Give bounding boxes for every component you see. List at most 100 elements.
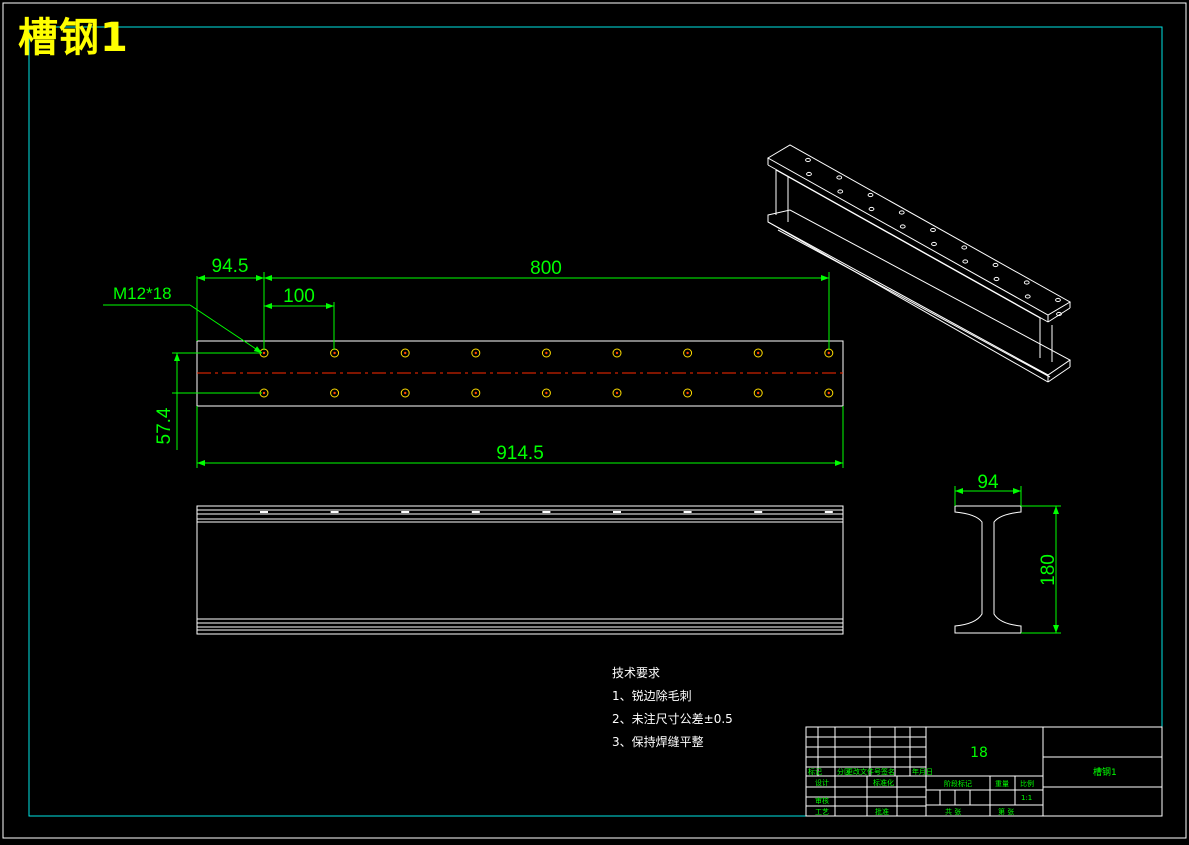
iso-hole [1023,280,1030,285]
bolt-hole-bottom-center [333,391,336,395]
tb-designer: 设计 [815,778,829,787]
tb-total-sheets: 共 张 [945,807,961,816]
tb-part-name: 槽钢1 [1093,766,1117,778]
bolt-hole-top-center [474,351,477,355]
bolt-hole-bottom [683,388,693,398]
tb-reviewer: 审核 [815,796,829,805]
front-slot [683,511,692,513]
bolt-hole-bottom [471,388,481,398]
iso-hole [930,227,936,233]
bolt-hole-bottom [400,388,410,398]
bolt-hole-top [753,348,763,358]
tb-approve: 批准 [875,807,889,816]
tech-requirement-item-2: 2、未注尺寸公差±0.5 [612,712,733,726]
front-slot [824,511,833,513]
iso-hole [867,192,874,198]
bolt-hole-top [471,348,481,358]
bolt-hole-bottom-center [615,391,619,395]
bolt-hole-bottom [541,388,551,398]
bolt-hole-bottom-center [474,391,477,395]
tech-requirement-item-1: 1、锐边除毛刺 [612,689,692,703]
dim-text-hole-spec: M12*18 [113,284,172,303]
tb-ratio: 比例 [1020,779,1034,788]
bolt-hole-top [330,348,340,358]
front-slot [613,511,621,513]
bolt-hole-top-center [757,351,760,355]
bolt-hole-bottom [824,388,834,398]
dim-row-spacing [172,352,262,450]
top-view [196,340,844,407]
iso-hole [1024,294,1031,299]
iso-hole [961,245,968,250]
tb-division: 分区 [837,767,851,776]
bolt-hole-bottom-center [827,391,830,395]
tb-date: 年月日 [912,767,933,776]
iso-hole [899,224,906,229]
tb-sheet-no: 第 张 [998,807,1014,816]
bolt-hole-top [400,348,410,358]
hole-row-bottom [259,388,834,398]
tb-material: 18 [970,745,988,761]
dim-flange-width [954,486,1022,506]
tech-requirement-item-3: 3、保持焊缝平整 [612,735,704,749]
bolt-hole-top-center [827,351,830,355]
iso-hole [898,210,905,215]
isometric-holes [805,157,1062,317]
iso-hole [837,189,844,194]
hole-spec-leader [103,304,263,354]
bolt-hole-top [612,348,622,358]
tb-standardization: 标准化 [873,778,894,787]
dim-text-edge-offset: 94.5 [212,256,249,277]
iso-hole [805,157,811,163]
front-slot [754,511,763,513]
bolt-hole-bottom-center [545,391,548,395]
iso-hole [836,175,843,180]
bolt-hole-top-center [545,351,548,355]
tb-signature: 签名 [881,767,895,776]
bolt-hole-bottom [330,388,340,398]
bolt-hole-top [683,348,693,358]
dim-text-height: 180 [1038,554,1059,586]
dim-text-row-spacing: 57.4 [154,407,175,444]
tb-stage-mark: 阶段标记 [944,779,972,788]
dim-edge-offset [196,272,265,350]
tb-process: 工艺 [815,808,829,816]
iso-hole [806,171,812,177]
title-block [805,726,1163,817]
bolt-hole-top [541,348,551,358]
front-slot [542,511,551,513]
iso-hole [1056,311,1062,317]
tb-marker: 标记 [808,767,822,776]
bolt-hole-top-center [404,351,407,355]
dim-text-overall-length: 914.5 [496,443,544,464]
bolt-hole-top-center [686,351,689,355]
front-slot [330,511,339,513]
iso-hole [962,259,969,264]
dim-pitch [264,302,335,350]
drawing-title: 槽钢1 [18,15,129,61]
dim-height [1021,505,1061,634]
bolt-hole-top-center [615,351,619,355]
front-view [196,505,844,635]
dim-text-flange-width: 94 [977,472,999,493]
front-slot [471,511,480,513]
tech-requirements-heading: 技术要求 [612,666,661,680]
iso-hole [993,276,1000,282]
iso-hole [868,206,875,212]
dim-overall-length [196,406,844,468]
section-view [954,505,1022,634]
iso-hole [1055,297,1061,303]
bolt-hole-bottom-center [686,391,689,395]
front-slot [401,511,410,513]
bolt-hole-top-center [333,351,336,355]
hole-row-top [259,348,834,358]
tb-change-doc: 更改文件号 [846,767,881,776]
bolt-hole-bottom [612,388,622,398]
dim-text-pitch: 100 [283,286,315,307]
dim-span [264,272,830,350]
bolt-hole-top-center [262,351,266,355]
bolt-hole-bottom-center [262,391,266,395]
